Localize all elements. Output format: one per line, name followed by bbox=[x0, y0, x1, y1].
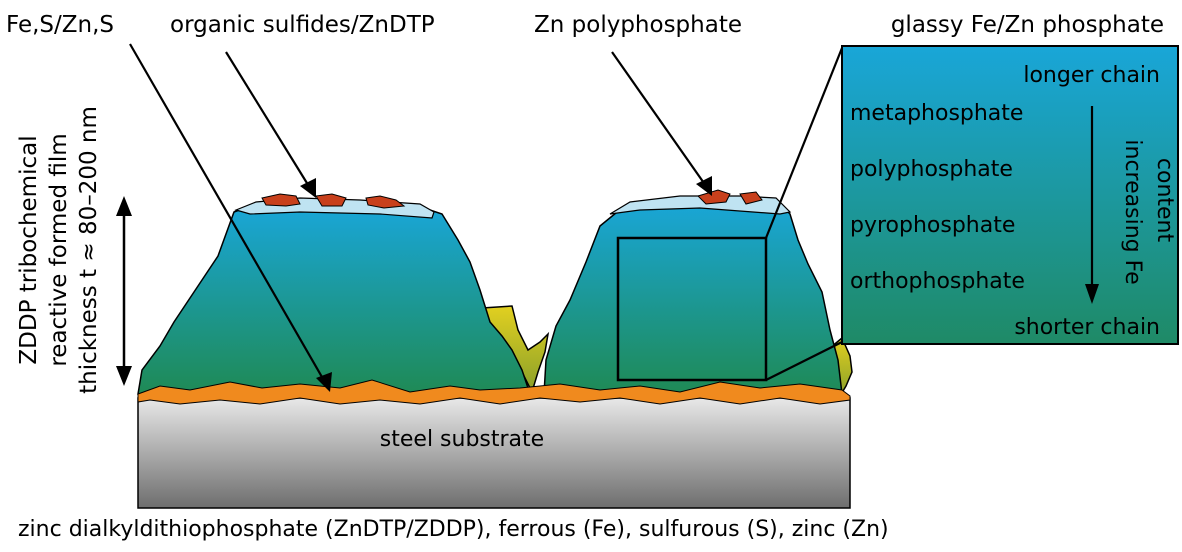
label-organic-sulfides: organic sulfides/ZnDTP bbox=[170, 12, 435, 38]
label-fe-s-zn-s: Fe,S/Zn,S bbox=[6, 12, 114, 38]
label-zn-polyphosphate: Zn polyphosphate bbox=[534, 12, 742, 38]
layer-pyrophosphate: pyrophosphate bbox=[850, 213, 1015, 238]
footnote: zinc dialkyldithiophosphate (ZnDTP/ZDDP)… bbox=[18, 517, 889, 542]
fe-trend-label-1: increasing Fe bbox=[1120, 139, 1145, 284]
fe-trend-label-2: content bbox=[1152, 158, 1177, 243]
leader-lines bbox=[129, 43, 707, 385]
arrowhead-organic bbox=[300, 178, 316, 198]
shorter-chain-label: shorter chain bbox=[1014, 315, 1160, 340]
arrowhead-zn-poly bbox=[696, 176, 712, 196]
arrowhead-fe-s bbox=[316, 372, 332, 392]
film-pad-left bbox=[137, 205, 532, 395]
fe-trend-arrow bbox=[1085, 106, 1099, 304]
thickness-label-line1: ZDDP tribochemical bbox=[16, 135, 42, 364]
zoom-connector-top bbox=[764, 47, 844, 239]
steel-substrate bbox=[137, 397, 851, 509]
thickness-label-line3: thickness t ≈ 80–200 nm bbox=[76, 106, 102, 394]
organic-sulfide-deposits bbox=[261, 189, 763, 209]
zoom-connector-bottom bbox=[765, 341, 843, 381]
label-glassy-phosphate: glassy Fe/Zn phosphate bbox=[891, 12, 1164, 38]
label-steel-substrate: steel substrate bbox=[380, 427, 544, 452]
longer-chain-label: longer chain bbox=[1023, 63, 1160, 88]
thickness-arrow bbox=[116, 196, 132, 386]
layer-orthophosphate: orthophosphate bbox=[850, 269, 1025, 294]
layer-metaphosphate: metaphosphate bbox=[850, 101, 1023, 126]
sulfide-interlayer bbox=[137, 379, 851, 405]
layer-polyphosphate: polyphosphate bbox=[850, 157, 1013, 182]
phosphate-detail-box bbox=[841, 45, 1179, 345]
thickness-label-line2: reactive formed film bbox=[46, 133, 72, 366]
zoom-region bbox=[616, 236, 768, 382]
